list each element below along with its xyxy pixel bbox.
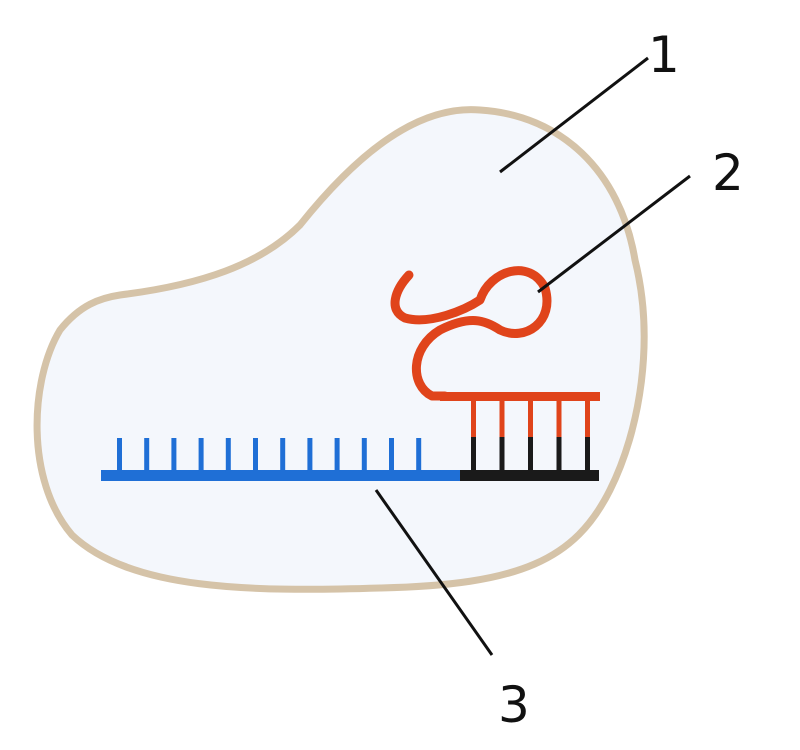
dna-tooth <box>144 438 149 472</box>
rna-tooth <box>585 399 590 437</box>
paired-tooth <box>585 436 590 472</box>
paired-tooth <box>471 436 476 472</box>
dna-tooth <box>307 438 312 472</box>
dna-tooth <box>362 438 367 472</box>
dna-tooth <box>117 438 122 472</box>
dna-tooth <box>253 438 258 472</box>
callout-label-2: 2 <box>712 144 744 202</box>
callout-label-3: 3 <box>498 676 530 734</box>
rna-tooth <box>500 399 505 437</box>
cell-membrane <box>37 110 644 590</box>
dna-tooth <box>416 438 421 472</box>
rna-backbone <box>440 392 600 401</box>
paired-tooth <box>500 436 505 472</box>
rna-tooth <box>528 399 533 437</box>
rna-tooth <box>471 399 476 437</box>
rna-tooth <box>557 399 562 437</box>
paired-tooth <box>557 436 562 472</box>
dna-tooth <box>335 438 340 472</box>
callout-label-1: 1 <box>648 26 680 84</box>
dna-tooth <box>171 438 176 472</box>
dna-tooth <box>280 438 285 472</box>
dna-tooth <box>226 438 231 472</box>
dna-tooth <box>389 438 394 472</box>
paired-tooth <box>528 436 533 472</box>
dna-tooth <box>199 438 204 472</box>
